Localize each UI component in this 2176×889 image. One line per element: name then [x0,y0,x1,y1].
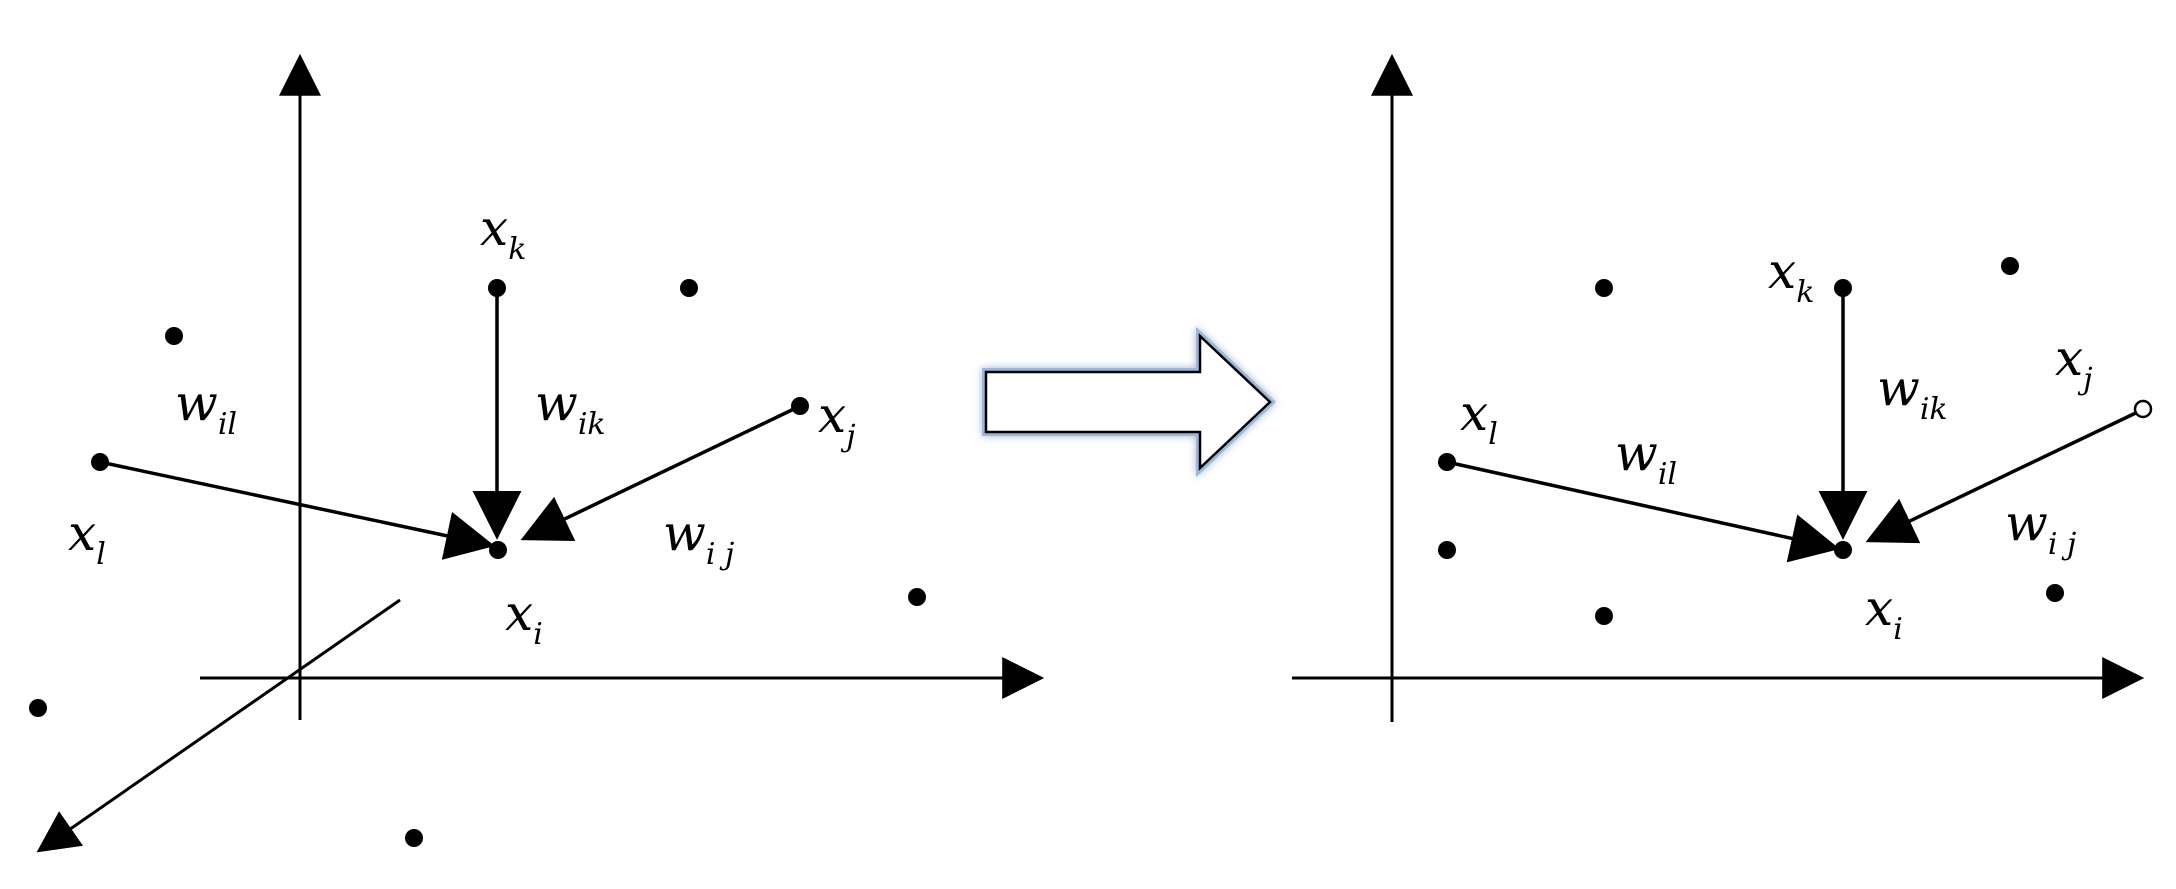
left-point-other [908,588,926,606]
right-point-xi [1834,541,1852,559]
left-label-xj: xj [818,386,856,454]
right-edge-xl-xi [1446,460,1840,563]
right-edge-xj-xi [1865,408,2143,544]
left-point-xl [91,453,109,471]
right-point-xk [1834,279,1852,297]
right-point-other [2046,584,2064,602]
right-point-other [1595,607,1613,625]
right-point-other [1595,279,1613,297]
left-label-xi: xi [505,584,543,652]
left-point-xk [488,279,506,297]
transition-arrow [982,326,1276,478]
right-label-wik: wik [1877,359,1948,427]
left-edge-xl-xi [99,460,495,560]
left-label-wik: wik [535,374,606,442]
left-label-wil: wil [175,374,237,442]
right-point-xj [2133,399,2153,419]
right-panel: xk xj xl xi wil wik wi j [1292,53,2153,722]
right-label-wij: wi j [2005,494,2076,562]
right-label-xl: xl [1460,384,1498,452]
right-label-wil: wil [1615,424,1677,492]
left-point-other [680,279,698,297]
left-point-other [29,699,47,717]
right-label-xj: xj [2055,329,2093,397]
left-label-xl: xl [68,504,106,572]
right-label-xi: xi [1865,579,1903,647]
left-point-other [405,829,423,847]
left-point-other [165,327,183,345]
left-z-axis [36,598,401,853]
left-label-wij: wi j [663,504,734,572]
right-label-xk: xk [1768,242,1814,310]
left-point-xj [791,397,809,415]
right-point-xl [1438,453,1456,471]
left-edge-xj-xi [520,405,799,542]
right-point-other [1438,541,1456,559]
left-panel: xk xj xl xi wil wik wi j [29,53,1045,853]
left-label-xk: xk [480,199,526,267]
left-point-xi [489,541,507,559]
right-point-other [2001,257,2019,275]
